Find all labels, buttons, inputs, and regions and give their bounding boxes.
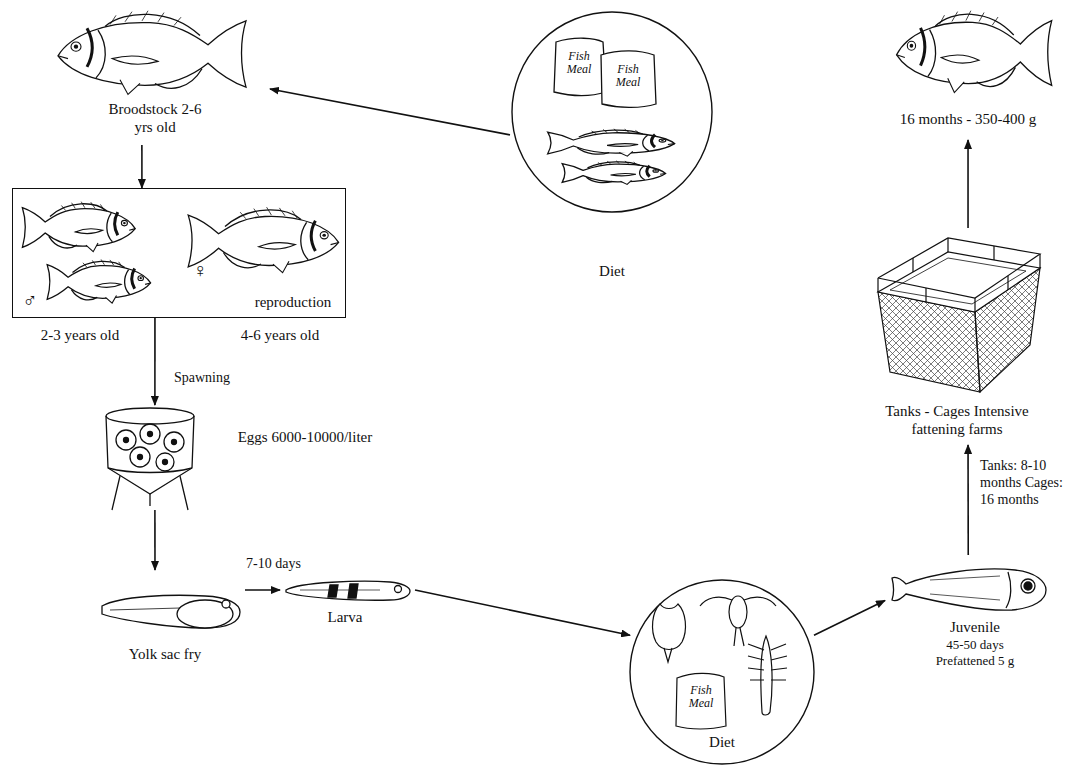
yolk-sac-fry	[102, 595, 240, 628]
flow-arrow	[967, 140, 969, 228]
male-fish	[22, 202, 135, 252]
larva	[286, 581, 410, 600]
flow-arrow	[154, 510, 156, 570]
stage-caption: Larva	[328, 608, 363, 626]
egg-incubator	[106, 408, 194, 510]
stage-node: Fish MealFish MealDiet	[510, 8, 715, 290]
diet-circle	[630, 580, 814, 764]
arrow-label: 7-10 days	[244, 556, 303, 573]
flow-arrow	[154, 318, 156, 405]
bag-label: Fish Meal	[608, 63, 648, 89]
stage-node: Larva	[280, 565, 415, 630]
arrow-label: Tanks: 8-10 months Cages: 16 months	[978, 458, 1068, 508]
stage-caption: Tanks - Cages Intensive fattening farms	[882, 402, 1032, 438]
stage-caption: reproduction	[255, 293, 332, 311]
age-label: 4-6 years old	[239, 326, 321, 344]
stage-node: Tanks - Cages Intensive fattening farms	[860, 228, 1065, 445]
fattening-cage	[878, 238, 1040, 392]
stage-caption: Broodstock 2-6 yrs old	[108, 100, 203, 136]
age-label: 2-3 years old	[39, 326, 121, 344]
bag-label: Fish Meal	[681, 684, 721, 710]
male-fish	[47, 259, 150, 303]
sex-symbol: ♂	[21, 288, 40, 312]
stage-node: 16 months - 350-400 g	[860, 5, 1065, 140]
stage-caption: Yolk sac fry	[129, 645, 202, 663]
bag-label: Fish Meal	[560, 50, 598, 76]
female-fish	[188, 207, 338, 273]
stage-caption: 45-50 days Prefattened 5 g	[919, 637, 1031, 668]
stage-caption: Diet	[709, 733, 735, 751]
sex-symbol: ♀	[191, 258, 210, 282]
stage-node: Fish MealDiet	[630, 580, 814, 764]
stage-node: Broodstock 2-6 yrs old	[40, 5, 270, 145]
stage-caption: Juvenile	[950, 618, 1000, 636]
flow-arrow	[245, 589, 280, 591]
broodstock-fish	[58, 11, 246, 95]
group-box: reproduction	[12, 188, 346, 318]
stage-caption: Eggs 6000-10000/liter	[238, 428, 373, 446]
flow-arrow	[967, 445, 969, 555]
diet-circle	[512, 12, 712, 212]
arrow-label: Spawning	[172, 370, 232, 387]
stage-node: Eggs 6000-10000/liter	[100, 405, 400, 510]
flow-arrow	[270, 89, 510, 135]
flow-arrow	[141, 145, 143, 188]
stage-caption: Diet	[599, 262, 625, 280]
stage-node: Yolk sac fry	[95, 570, 245, 670]
flow-arrow	[814, 601, 885, 636]
juvenile-fish	[892, 569, 1046, 610]
flow-arrow	[415, 590, 630, 635]
stage-node: Juvenile45-50 days Prefattened 5 g	[885, 555, 1070, 685]
market-fish	[897, 11, 1052, 93]
stage-caption: 16 months - 350-400 g	[900, 110, 1037, 128]
